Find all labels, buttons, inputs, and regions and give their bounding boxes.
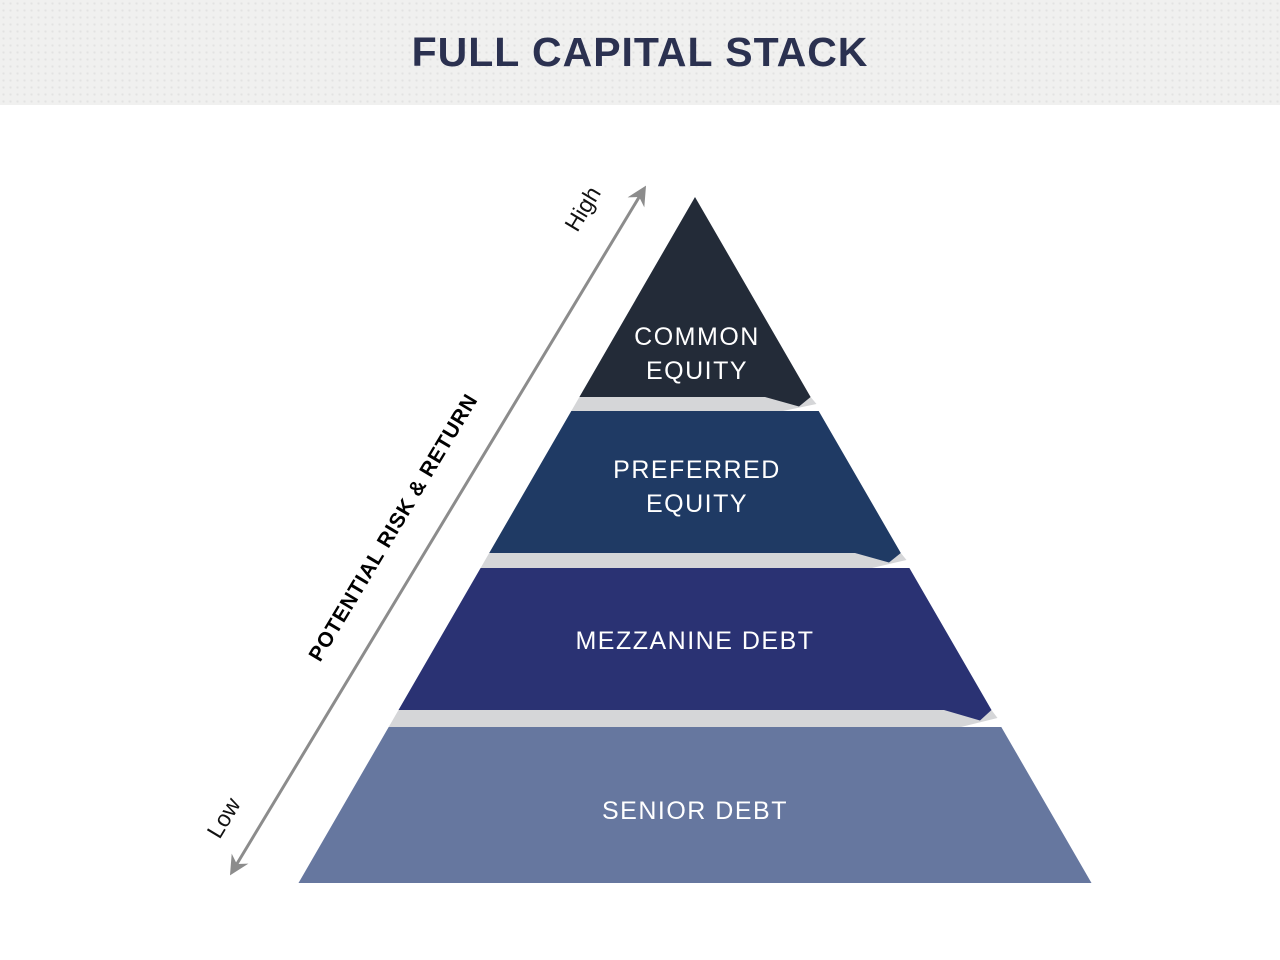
shadow-band-3: [388, 710, 998, 727]
tier-label-line: EQUITY: [645, 357, 749, 385]
tier-label-senior-debt: SENIOR DEBT: [495, 794, 895, 828]
tier-label-mezzanine-debt: MEZZANINE DEBT: [495, 624, 895, 658]
tier-common-equity: [579, 197, 811, 397]
tier-senior-debt: [298, 727, 1092, 883]
fold-corner-1: [765, 397, 811, 407]
header-band: FULL CAPITAL STACK: [0, 0, 1280, 105]
tier-label-preferred-equity: PREFERRED EQUITY: [567, 453, 827, 521]
tier-label-common-equity: COMMON EQUITY: [577, 320, 817, 388]
tier-preferred-equity: [489, 411, 901, 553]
shadow-band-1: [571, 397, 817, 411]
tier-label-line: MEZZANINE DEBT: [575, 627, 815, 655]
tier-label-line: EQUITY: [645, 490, 749, 518]
risk-return-arrow: [229, 185, 647, 876]
tier-label-line: SENIOR DEBT: [602, 797, 788, 825]
tier-label-line: COMMON: [634, 323, 760, 351]
shadow-band-2: [480, 553, 907, 568]
fold-corner-2: [855, 553, 901, 563]
page-title: FULL CAPITAL STACK: [411, 29, 869, 75]
fold-corner-3: [944, 710, 992, 721]
tier-label-line: PREFERRED: [613, 456, 781, 484]
tier-mezzanine-debt: [398, 568, 992, 710]
